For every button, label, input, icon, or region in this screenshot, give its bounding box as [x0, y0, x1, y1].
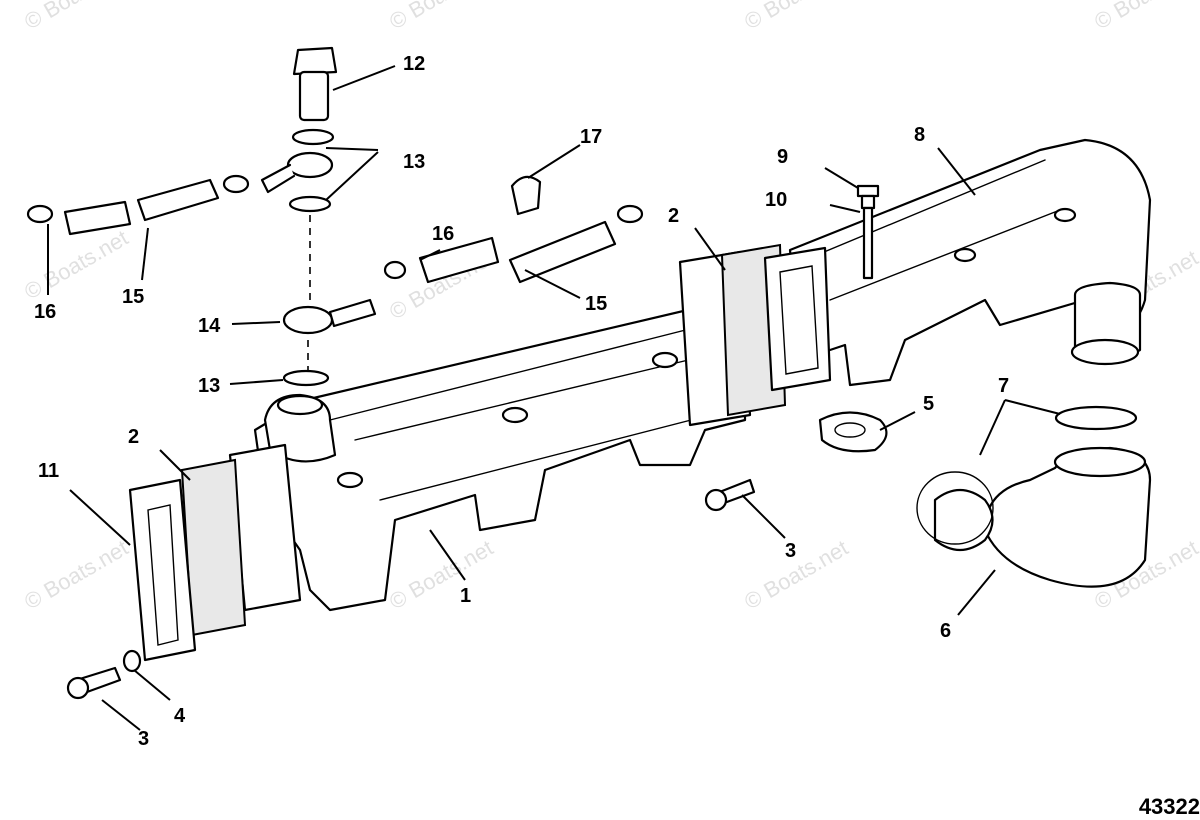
watermark-text: © Boats.net [385, 0, 497, 34]
callout-17: 17 [580, 126, 602, 148]
callout-5: 5 [923, 393, 934, 415]
watermark-text: © Boats.net [740, 535, 852, 614]
callout-3-left: 3 [138, 728, 149, 750]
callout-2-left: 2 [128, 426, 139, 448]
rear-manifold-part-8 [788, 138, 1152, 387]
callouts: 12 13 16 15 14 13 2 11 3 4 1 16 15 17 2 … [34, 53, 1009, 750]
watermark-text: © Boats.net [20, 0, 132, 34]
callout-3-middle: 3 [785, 540, 796, 562]
callout-8: 8 [914, 124, 925, 146]
upper-fitting-assembly [26, 46, 338, 300]
callout-4: 4 [174, 705, 186, 727]
watermark-text: © Boats.net [20, 225, 132, 304]
callout-2-middle: 2 [668, 205, 679, 227]
callout-7: 7 [998, 375, 1009, 397]
callout-13-lower: 13 [198, 375, 220, 397]
callout-16-center: 16 [432, 223, 454, 245]
gasket-set-front [128, 443, 302, 662]
fasteners [66, 184, 880, 700]
callout-1: 1 [460, 585, 471, 607]
watermark-text: © Boats.net [740, 0, 852, 34]
callout-15-left: 15 [122, 286, 144, 308]
callout-15-center: 15 [585, 293, 607, 315]
callout-13-upper: 13 [403, 151, 425, 173]
center-hose-assembly [383, 175, 644, 284]
leader-lines [47, 65, 1061, 731]
watermark-text: © Boats.net [20, 535, 132, 614]
watermark-text: © Boats.net [1090, 0, 1200, 34]
callout-10: 10 [765, 189, 787, 211]
callout-11: 11 [38, 460, 59, 482]
callout-12: 12 [403, 53, 425, 75]
diagram-number: 43322 [1138, 794, 1200, 819]
callout-9: 9 [777, 146, 788, 168]
callout-6: 6 [940, 620, 951, 642]
lower-fitting-assembly [282, 298, 377, 387]
elbow-and-clamps [818, 405, 1152, 588]
callout-16-left: 16 [34, 301, 56, 323]
gasket-set-middle [678, 243, 832, 427]
callout-14: 14 [198, 315, 221, 337]
main-manifold-part-1 [253, 298, 747, 612]
